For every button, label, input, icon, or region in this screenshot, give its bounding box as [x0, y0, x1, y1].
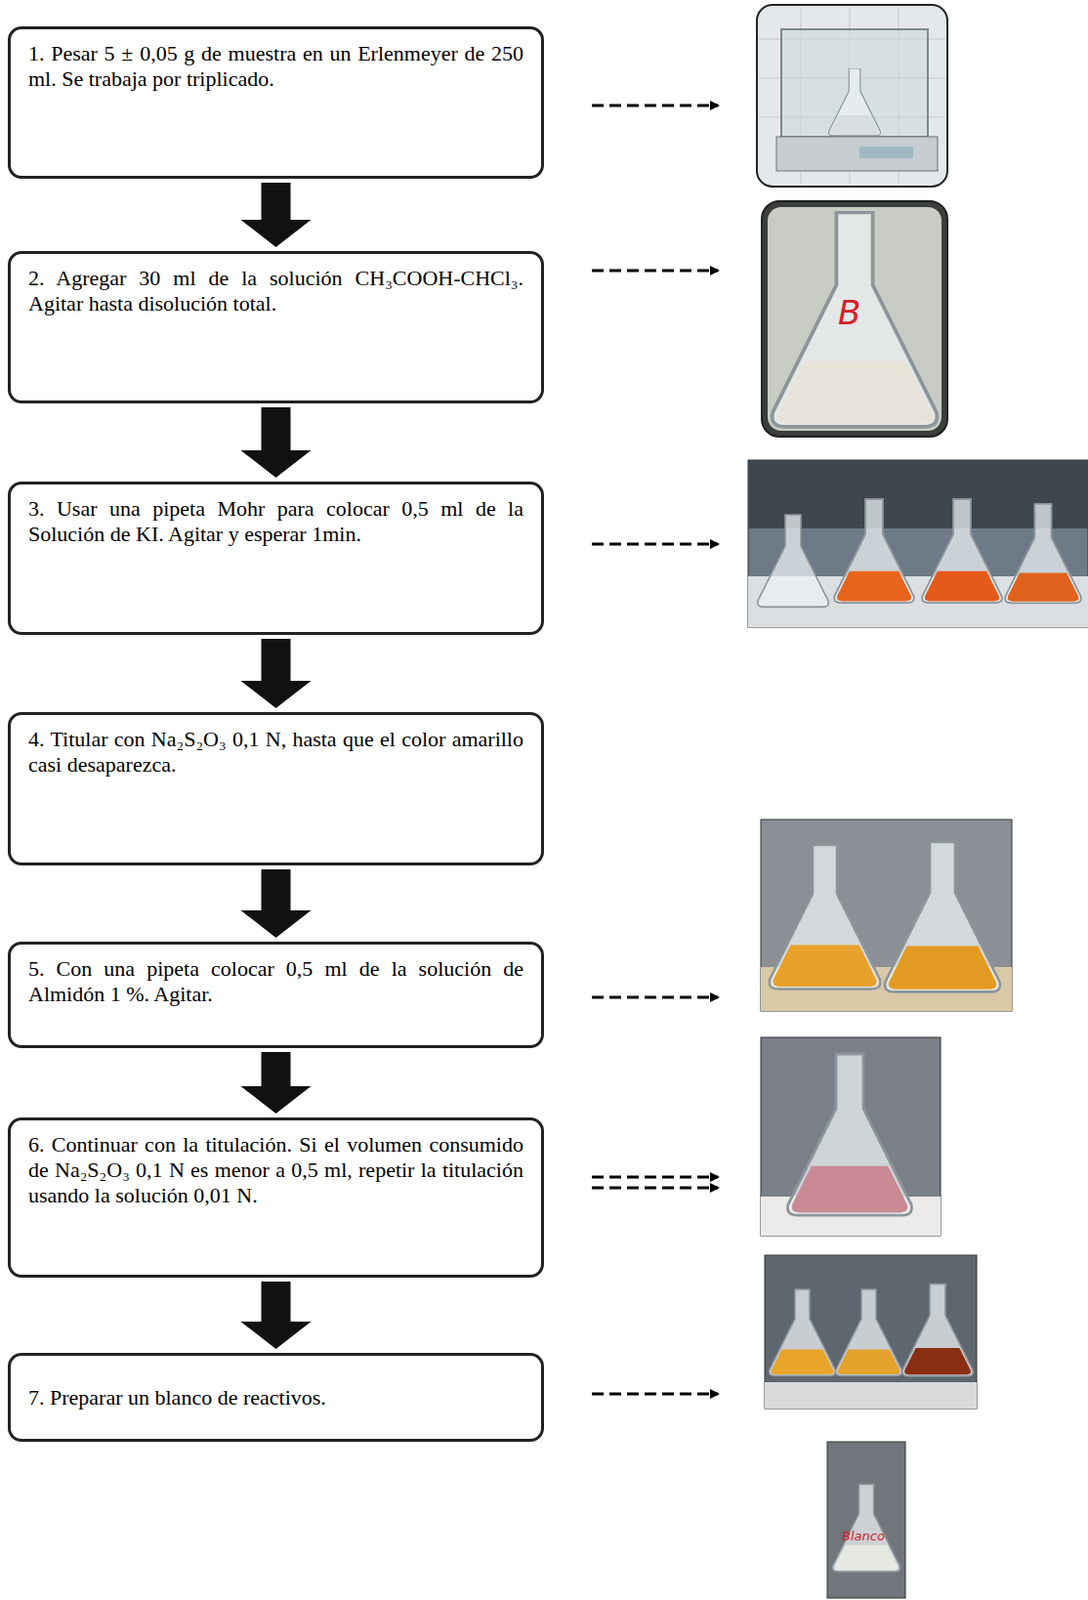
step-text: 5. Con una pipeta colocar 0,5 ml de la s…: [28, 956, 524, 1007]
step-text: 7. Preparar un blanco de reactivos.: [28, 1384, 524, 1411]
block-arrow: [241, 638, 312, 709]
block-arrow: [241, 869, 312, 938]
flasks-photo: [764, 1255, 977, 1409]
process-box: 3. Usar una pipeta Mohr para colocar 0,5…: [7, 481, 544, 635]
flask-photo: [760, 1037, 941, 1236]
process-box: 6. Continuar con la titulación. Si el vo…: [7, 1117, 544, 1278]
process-box: 7. Preparar un blanco de reactivos.: [7, 1352, 544, 1442]
flasks-photo: [748, 460, 1088, 628]
step-text: 4. Titular con Na₂S₂O₃ 0,1 N, hasta que …: [28, 726, 524, 778]
step-text: 6. Continuar con la titulación. Si el vo…: [28, 1131, 524, 1209]
dashed-arrows: [591, 105, 718, 1394]
step-text: 2. Agregar 30 ml de la solución CH₃COOH-…: [28, 265, 524, 317]
block-arrow: [241, 407, 312, 478]
handwritten-label: Blanco: [841, 1528, 885, 1544]
handwritten-label: B: [837, 292, 861, 333]
step-text: 3. Usar una pipeta Mohr para colocar 0,5…: [28, 496, 524, 547]
blank-flask-photo: [827, 1441, 906, 1598]
flask-photo: [761, 201, 948, 437]
process-box: 2. Agregar 30 ml de la solución CH₃COOH-…: [7, 251, 544, 404]
block-arrow: [241, 1281, 312, 1349]
step-text: 1. Pesar 5 ± 0,05 g de muestra en un Erl…: [28, 41, 524, 92]
process-box: 5. Con una pipeta colocar 0,5 ml de la s…: [7, 941, 544, 1048]
block-arrow: [241, 1051, 312, 1114]
process-box: 1. Pesar 5 ± 0,05 g de muestra en un Erl…: [7, 26, 544, 179]
balance-photo: [756, 4, 948, 187]
flasks-photo: [760, 819, 1012, 1011]
block-arrow: [241, 182, 312, 248]
process-box: 4. Titular con Na₂S₂O₃ 0,1 N, hasta que …: [7, 711, 544, 866]
